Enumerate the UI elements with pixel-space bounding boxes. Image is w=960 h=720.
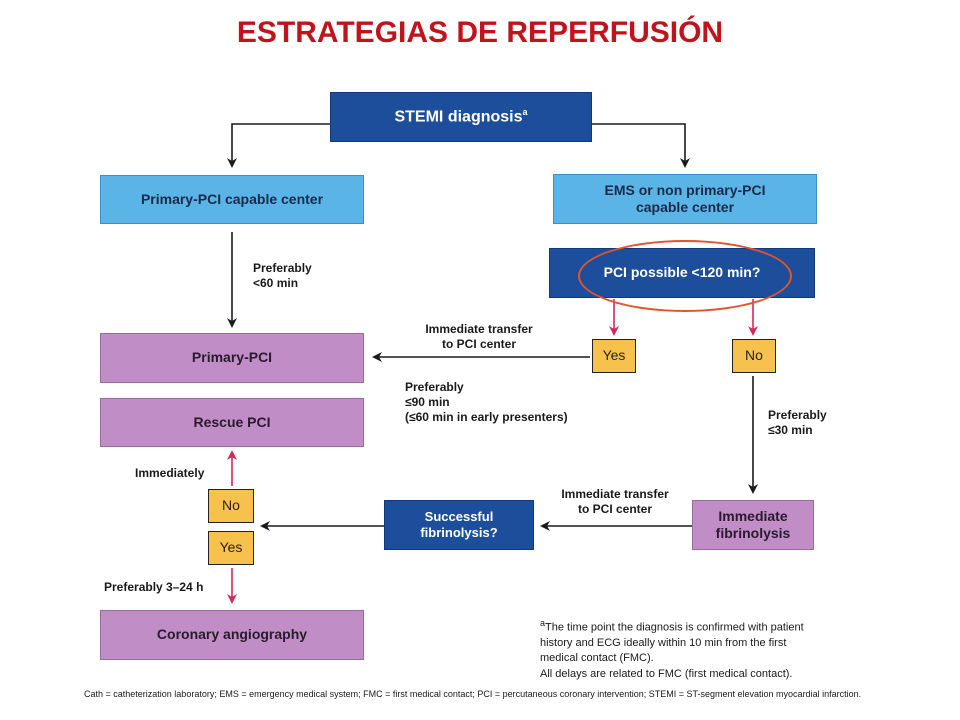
arrow-stemi-to-ems: [592, 123, 690, 168]
page-title: ESTRATEGIAS DE REPERFUSIÓN: [236, 16, 724, 49]
primary-pci-label: Primary-PCI: [191, 349, 273, 366]
footnote: aThe time point the diagnosis is confirm…: [540, 618, 804, 680]
label-preferably-3-24h: Preferably 3–24 h: [104, 580, 204, 594]
footnote-marker: a: [540, 618, 546, 628]
rescue-pci-box: Rescue PCI: [100, 398, 364, 447]
successful-fibrinolysis-box: Successful fibrinolysis?: [384, 500, 534, 550]
yes-left-label: Yes: [219, 539, 243, 556]
label-preferably-60: Preferably <60 min: [253, 261, 312, 290]
primary-pci-capable-center-box: Primary-PCI capable center: [100, 175, 364, 224]
label-immediately: Immediately: [135, 466, 205, 480]
coronary-angiography-box: Coronary angiography: [100, 610, 364, 660]
stemi-diagnosis-box: STEMI diagnosisa: [330, 92, 592, 142]
no-top-label: No: [745, 347, 763, 364]
stemi-diagnosis-label: STEMI diagnosis: [394, 108, 523, 126]
ems-center-label-line1: EMS or non primary-PCI: [604, 181, 766, 198]
ems-center-box: EMS or non primary-PCI capable center: [553, 174, 817, 224]
rescue-pci-label: Rescue PCI: [193, 413, 271, 430]
arrow-stemi-to-pci-center: [227, 123, 330, 168]
ems-center-label-line2: capable center: [635, 199, 735, 215]
label-preferably-90: Preferably ≤90 min (≤60 min in early pre…: [405, 380, 568, 424]
successful-fibrinolysis-line1: Successful: [424, 508, 494, 524]
label-preferably-30: Preferably ≤30 min: [768, 408, 827, 437]
abbreviations: Cath = catheterization laboratory; EMS =…: [84, 689, 862, 699]
immediate-fibrinolysis-line2: fibrinolysis: [715, 525, 791, 541]
immediate-fibrinolysis-line1: Immediate: [718, 507, 788, 524]
no-left-box: No: [208, 489, 254, 523]
coronary-angiography-label: Coronary angiography: [156, 626, 308, 643]
label-immediate-transfer-1: Immediate transfer to PCI center: [425, 322, 533, 351]
primary-pci-capable-center-label: Primary-PCI capable center: [140, 190, 324, 207]
label-immediate-transfer-2: Immediate transfer to PCI center: [561, 487, 669, 516]
yes-top-box: Yes: [592, 339, 636, 373]
highlight-ellipse: [578, 240, 792, 312]
stemi-footnote-marker: a: [522, 106, 528, 117]
immediate-fibrinolysis-box: Immediate fibrinolysis: [692, 500, 814, 550]
no-left-label: No: [222, 497, 240, 514]
yes-top-label: Yes: [602, 347, 626, 364]
yes-left-box: Yes: [208, 531, 254, 565]
no-top-box: No: [732, 339, 776, 373]
successful-fibrinolysis-line2: fibrinolysis?: [420, 525, 498, 540]
primary-pci-box: Primary-PCI: [100, 333, 364, 383]
